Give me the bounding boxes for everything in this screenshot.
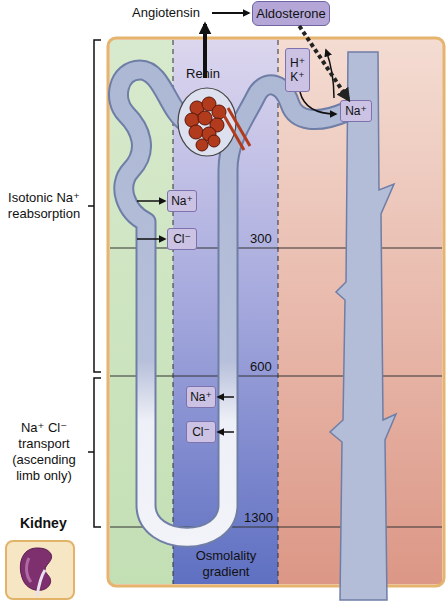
ion-label: H⁺ K⁺ bbox=[287, 56, 308, 84]
ion-box: Na⁺ bbox=[340, 100, 372, 122]
kidney-shape bbox=[20, 548, 51, 590]
glomerulus bbox=[185, 97, 226, 151]
ion-label: Na⁺ bbox=[171, 194, 193, 208]
osmolality-value: 600 bbox=[250, 359, 280, 375]
collecting-duct bbox=[330, 52, 396, 600]
bracket bbox=[88, 40, 101, 372]
flow-arrow bbox=[212, 12, 249, 14]
bracket bbox=[88, 378, 101, 527]
panel-fill bbox=[108, 38, 444, 586]
osmolality-value: 1300 bbox=[244, 510, 280, 526]
ion-box: Cl⁻ bbox=[167, 228, 197, 250]
transport-arrow bbox=[218, 431, 234, 433]
kidney-icon-box: Kidney bbox=[5, 540, 75, 600]
segment-label: Na⁺ Cl⁻ transport (ascending limb only) bbox=[2, 420, 86, 484]
ureter bbox=[37, 570, 45, 596]
ion-label: Cl⁻ bbox=[192, 425, 210, 439]
hormone-name: Aldosterone bbox=[256, 6, 325, 21]
ion-label: Cl⁻ bbox=[173, 232, 191, 246]
ion-box: Cl⁻ bbox=[186, 421, 216, 443]
kidney-icon bbox=[7, 542, 73, 598]
efferent-arteriole bbox=[228, 108, 250, 146]
segment-label: Isotonic Na⁺ reabsorption bbox=[2, 190, 86, 222]
band-divider bbox=[278, 40, 279, 584]
reabsorption-arrow bbox=[137, 238, 165, 240]
ion-label: Na⁺ bbox=[345, 104, 367, 118]
enzyme-label: Renin bbox=[186, 66, 230, 82]
nephron-tubule bbox=[118, 70, 346, 537]
ion-box: Na⁺ bbox=[186, 386, 216, 408]
transport-arrow bbox=[218, 396, 234, 398]
hormone-box: Aldosterone bbox=[252, 1, 330, 26]
hormone-label: Angiotensin bbox=[132, 5, 222, 21]
band-label: Osmolality gradient bbox=[180, 548, 272, 580]
ion-arrow bbox=[326, 50, 334, 98]
panel-border bbox=[108, 38, 444, 586]
osmolality-value: 300 bbox=[250, 231, 280, 247]
organ-label: Kidney bbox=[20, 515, 67, 531]
ion-arrow bbox=[300, 92, 336, 114]
ion-label: Na⁺ bbox=[190, 390, 212, 404]
ion-box: Na⁺ bbox=[167, 190, 197, 212]
ion-box: H⁺ K⁺ bbox=[285, 48, 310, 92]
osmolality-line bbox=[110, 376, 442, 377]
osmolality-line bbox=[110, 248, 442, 249]
reabsorption-arrow bbox=[137, 200, 165, 202]
tubule-outline bbox=[118, 70, 346, 537]
kidney-highlight bbox=[27, 558, 31, 582]
